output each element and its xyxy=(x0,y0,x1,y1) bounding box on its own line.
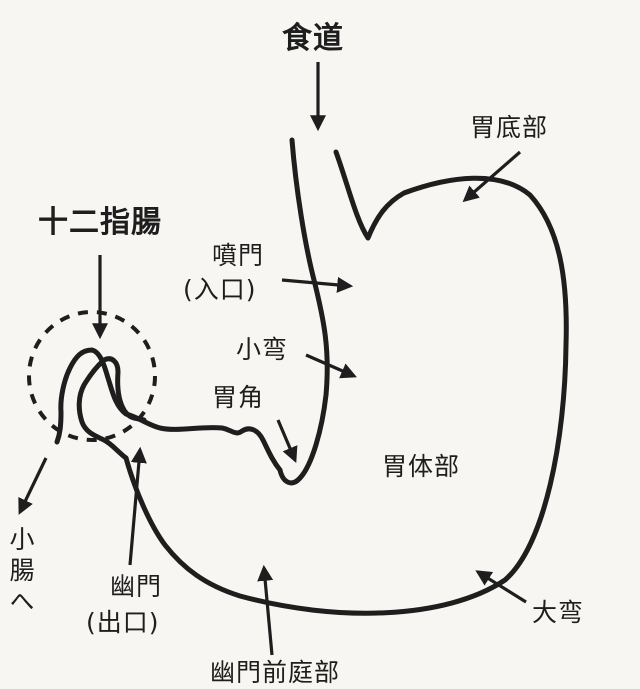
label-greater-curvature: 大弯 xyxy=(532,598,585,627)
label-cardia: 噴門 xyxy=(212,241,265,270)
antrum-arrow xyxy=(257,564,274,656)
label-body: 胃体部 xyxy=(382,452,461,481)
lesser-curvature-arrow xyxy=(305,353,357,379)
label-lesser-curvature: 小弯 xyxy=(236,335,289,364)
pylorus-arrow xyxy=(128,446,147,566)
cardia-arrow xyxy=(281,276,354,293)
duodenum-circle xyxy=(27,310,157,442)
label-small-intestine: 小腸へ xyxy=(6,526,35,619)
greater-curvature-arrow xyxy=(475,570,527,604)
label-antrum: 幽門前庭部 xyxy=(210,658,341,687)
label-angulus: 胃角 xyxy=(212,383,265,412)
label-pylorus-sub: (出口) xyxy=(86,608,160,637)
label-duodenum: 十二指腸 xyxy=(38,205,162,240)
angulus-arrow xyxy=(276,419,298,463)
duodenum-inner xyxy=(76,356,147,461)
label-esophagus: 食道 xyxy=(282,21,344,56)
label-cardia-sub: (入口) xyxy=(183,275,257,304)
label-fundus: 胃底部 xyxy=(470,113,549,142)
small-intestine-arrow xyxy=(18,457,48,515)
fundus-arrow xyxy=(462,150,522,203)
label-pylorus: 幽門 xyxy=(110,572,163,601)
greater-curvature-line xyxy=(123,149,569,616)
esophagus-left-wall xyxy=(277,137,330,486)
